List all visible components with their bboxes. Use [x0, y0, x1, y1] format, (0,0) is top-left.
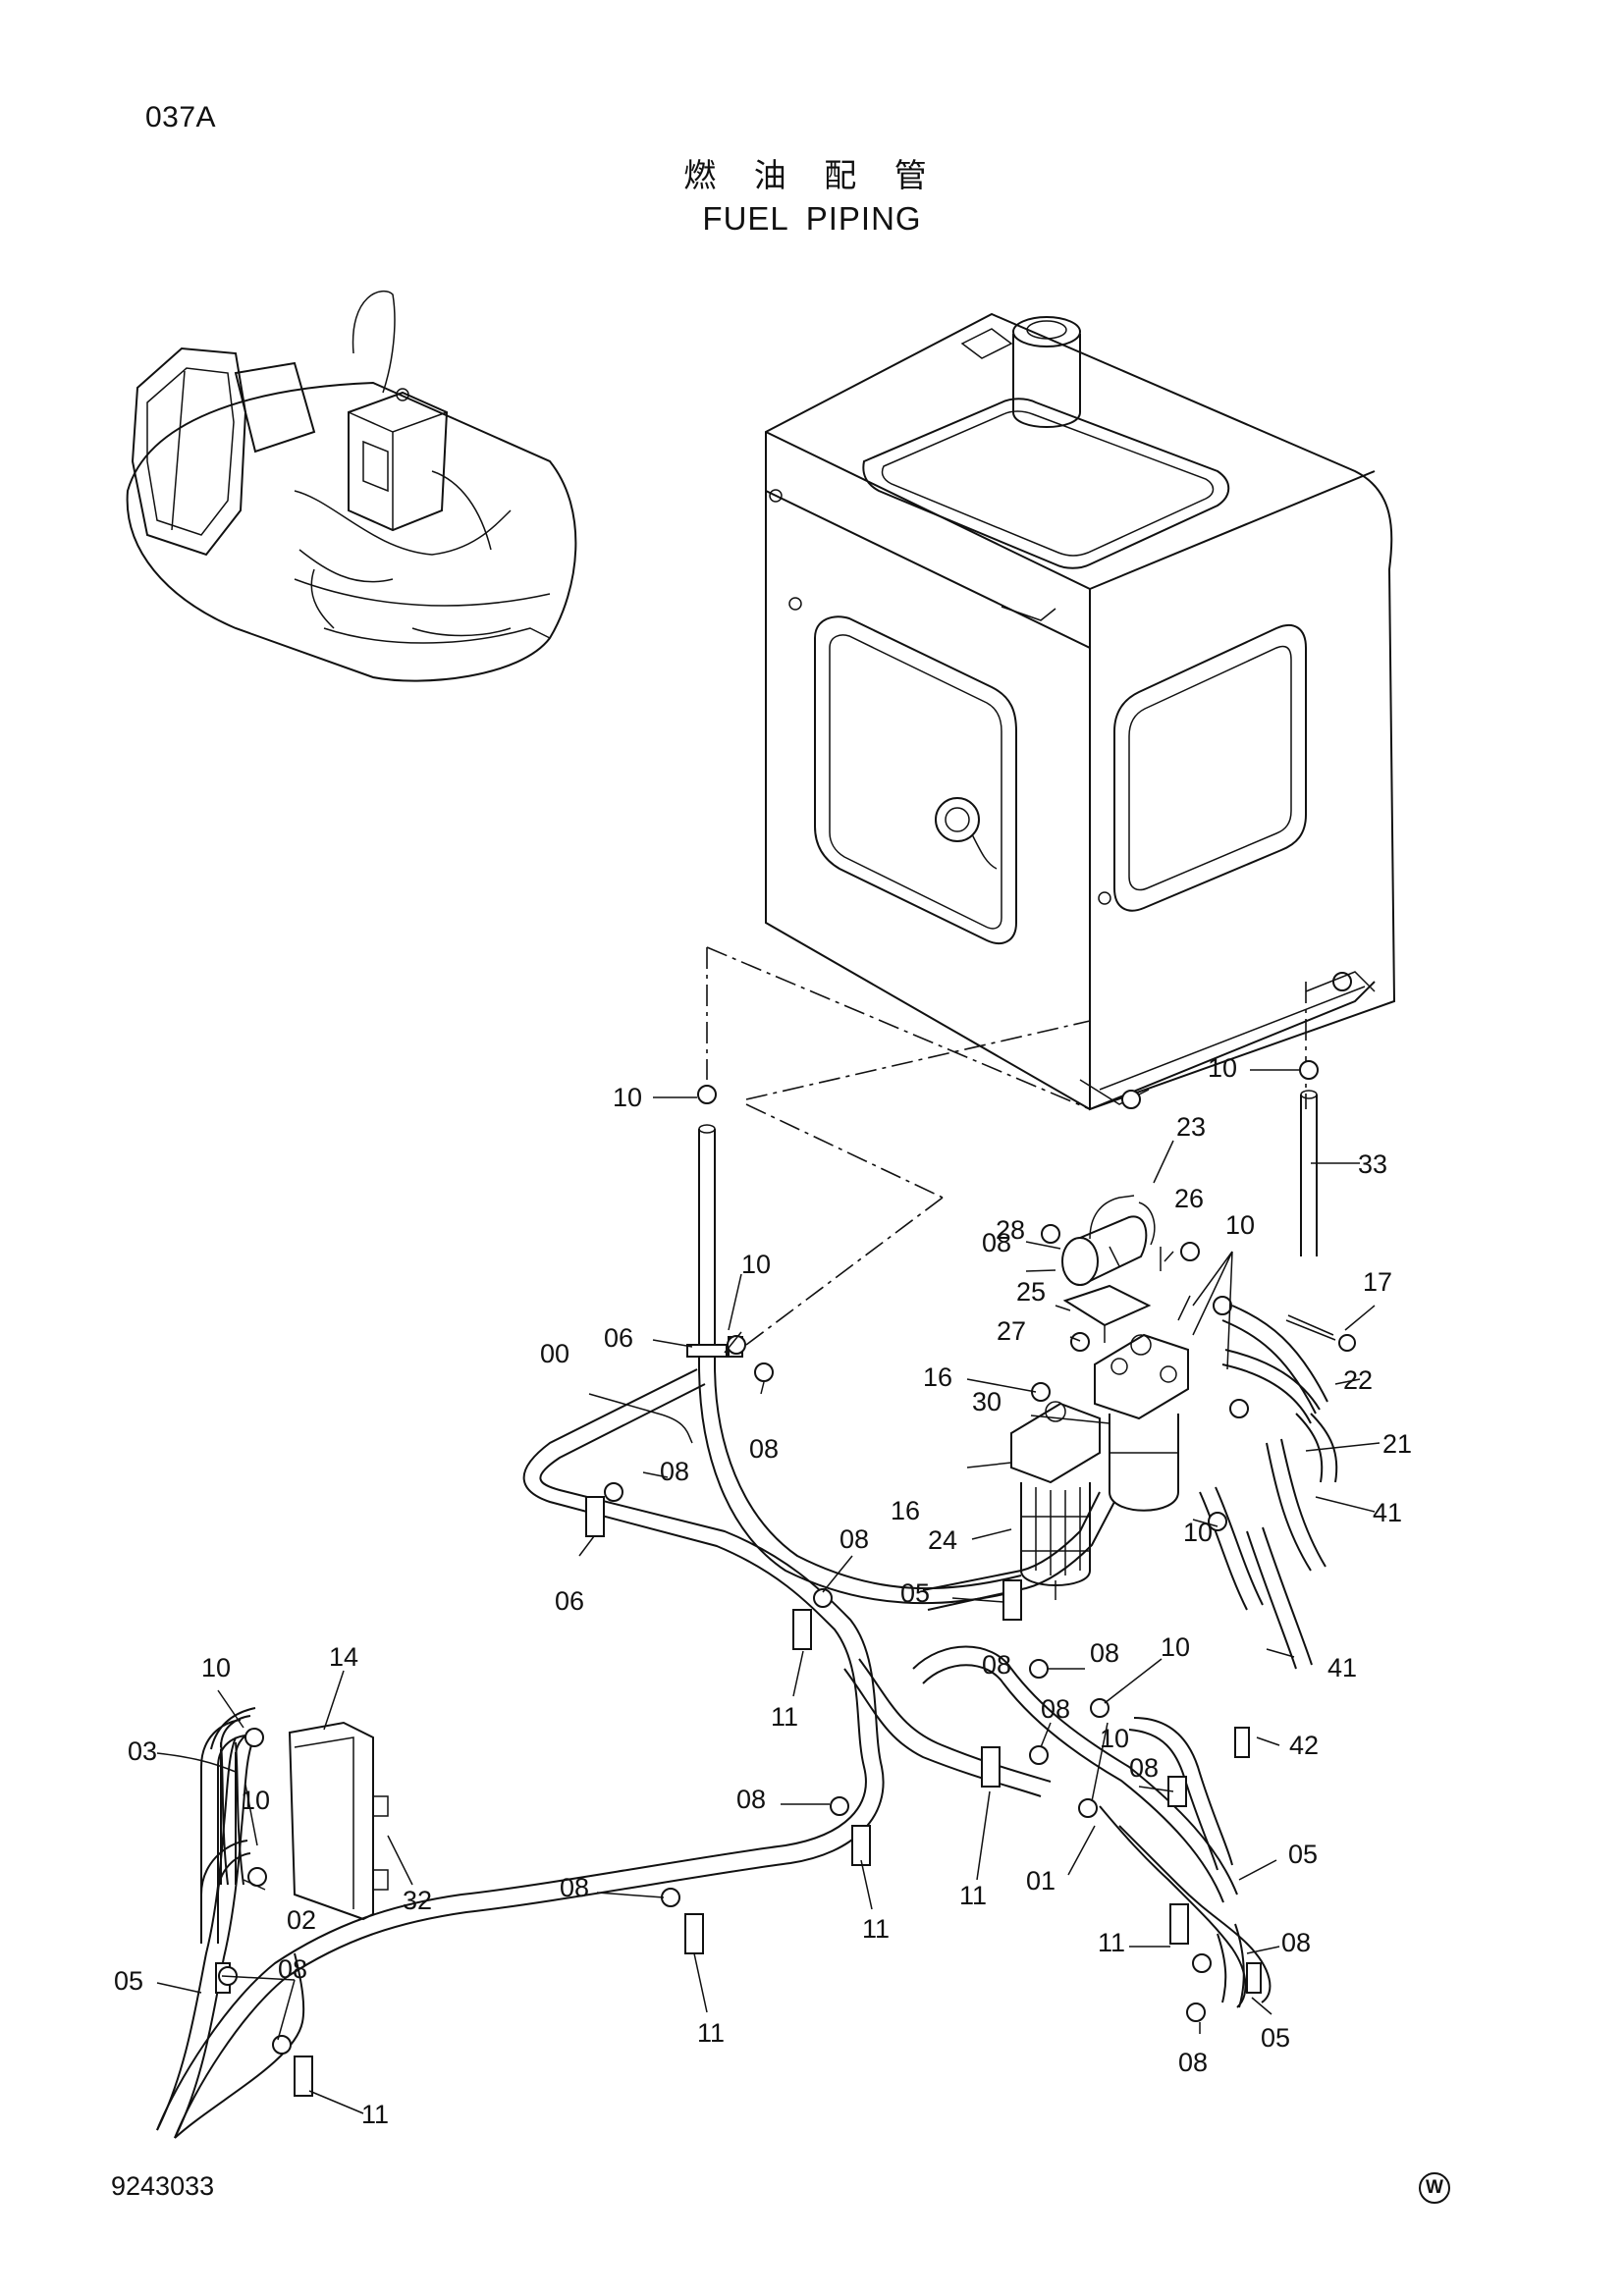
- label-part-08b: 08: [749, 1434, 779, 1464]
- label-part-11c: 11: [862, 1914, 890, 1944]
- water-separator-24: [1010, 1401, 1101, 1600]
- label-part-02: 02: [287, 1905, 316, 1935]
- label-part-42: 42: [1289, 1731, 1319, 1760]
- leader-lines: [156, 1069, 1380, 2114]
- hose-clamps: [215, 1336, 1262, 2097]
- fuel-pump-23: [1061, 1195, 1156, 1286]
- label-part-11b: 11: [959, 1881, 987, 1910]
- title-chinese: 燃 油 配 管: [683, 156, 941, 194]
- label-part-08c: 08: [660, 1457, 689, 1486]
- label-part-08m: 08: [982, 1650, 1011, 1680]
- alignment-lines: [706, 946, 1307, 1346]
- label-part-10c: 10: [1225, 1210, 1255, 1240]
- label-part-08e: 08: [1090, 1638, 1119, 1668]
- label-part-11d: 11: [697, 2018, 725, 2048]
- label-part-01: 01: [1026, 1866, 1056, 1896]
- label-part-08h: 08: [736, 1785, 766, 1814]
- label-part-08f: 08: [1041, 1694, 1070, 1724]
- label-part-10b: 10: [1208, 1053, 1237, 1083]
- label-part-22: 22: [1343, 1365, 1373, 1395]
- label-part-24: 24: [928, 1525, 957, 1555]
- label-part-27: 27: [997, 1316, 1026, 1346]
- bolt-17: [1285, 1314, 1336, 1341]
- label-part-11e: 11: [1098, 1928, 1125, 1957]
- label-part-10g: 10: [1100, 1724, 1129, 1753]
- label-part-10d: 10: [741, 1250, 771, 1279]
- label-part-08l: 08: [1178, 2048, 1208, 2077]
- label-part-08g: 08: [1129, 1753, 1159, 1783]
- label-part-25: 25: [1016, 1277, 1046, 1307]
- label-part-08k: 08: [1281, 1928, 1311, 1957]
- label-part-05b: 05: [1288, 1840, 1318, 1869]
- label-part-08d: 08: [839, 1524, 869, 1554]
- label-part-06a: 06: [604, 1323, 633, 1353]
- label-part-41b: 41: [1327, 1653, 1357, 1682]
- label-part-11a: 11: [771, 1702, 798, 1732]
- label-part-16b: 16: [891, 1496, 920, 1525]
- label-part-30: 30: [972, 1387, 1001, 1416]
- label-part-16a: 16: [923, 1362, 952, 1392]
- document-number: 9243033: [111, 2171, 215, 2201]
- label-part-10i: 10: [241, 1786, 270, 1815]
- label-part-08a: 08: [982, 1228, 1011, 1257]
- label-part-10a: 10: [613, 1083, 642, 1112]
- label-part-17: 17: [1363, 1267, 1392, 1297]
- label-part-26: 26: [1174, 1184, 1204, 1213]
- label-part-10h: 10: [201, 1653, 231, 1682]
- label-part-32: 32: [403, 1886, 432, 1915]
- title-english: FUEL PIPING: [702, 200, 922, 237]
- excavator-overview-inset: [126, 290, 577, 682]
- fuel-tank: [765, 312, 1396, 1111]
- label-part-11f: 11: [361, 2100, 389, 2129]
- page-code: 037A: [145, 101, 217, 133]
- part-number-labels: 00 01 02 03 05 05 05 05 06 06 08 08 08 0…: [114, 1053, 1412, 2129]
- label-part-05d: 05: [114, 1966, 143, 1996]
- label-part-28: 28: [996, 1215, 1025, 1245]
- mounting-bracket-25: [1062, 1284, 1152, 1343]
- fuel-hoses: [156, 1090, 1338, 2139]
- label-part-10f: 10: [1161, 1632, 1190, 1662]
- bolts-and-nuts: [218, 1060, 1356, 2055]
- fuel-cooler-14: [288, 1721, 389, 1921]
- label-part-10e: 10: [1183, 1518, 1213, 1547]
- label-part-21: 21: [1382, 1429, 1412, 1459]
- label-part-08i: 08: [560, 1873, 589, 1902]
- label-part-00: 00: [540, 1339, 569, 1368]
- label-part-41a: 41: [1373, 1498, 1402, 1527]
- label-part-05a: 05: [900, 1578, 930, 1608]
- label-part-14: 14: [329, 1642, 358, 1672]
- label-part-05c: 05: [1261, 2023, 1290, 2053]
- label-part-23: 23: [1176, 1112, 1206, 1142]
- label-part-08j: 08: [278, 1954, 307, 1984]
- fuel-filter-30: [1094, 1333, 1189, 1512]
- label-part-06b: 06: [555, 1586, 584, 1616]
- label-part-03: 03: [128, 1736, 157, 1766]
- label-part-33: 33: [1358, 1149, 1387, 1179]
- w-mark-symbol: W: [1419, 2172, 1450, 2204]
